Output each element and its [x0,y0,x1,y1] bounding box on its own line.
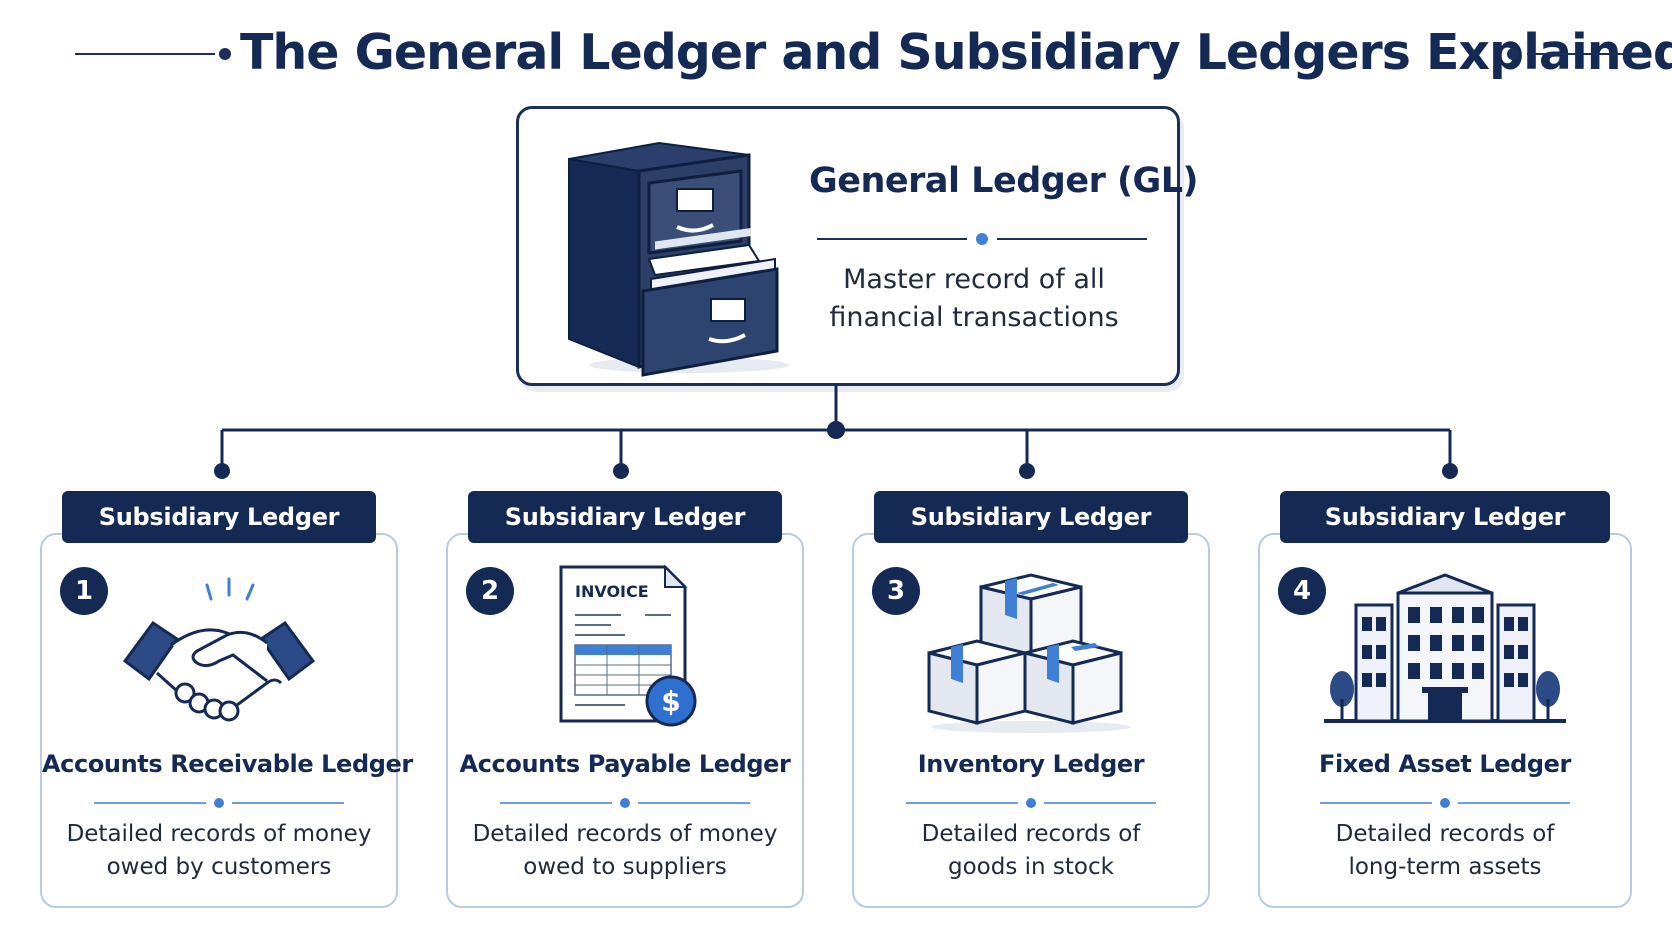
general-ledger-title: General Ledger (GL) [809,161,1199,201]
card-header: Subsidiary Ledger [874,491,1188,543]
subsidiary-card-accounts-payable: Subsidiary Ledger 2 INVOICE $ Accounts P… [446,491,804,908]
card-number-badge: 3 [872,567,920,615]
general-ledger-divider [817,231,1147,250]
card-header: Subsidiary Ledger [468,491,782,543]
handshake-icon [119,575,319,729]
subsidiary-card-fixed-asset: Subsidiary Ledger 4 [1258,491,1632,908]
card-header: Subsidiary Ledger [1280,491,1610,543]
page-title: The General Ledger and Subsidiary Ledger… [240,24,1672,81]
filing-cabinet-icon [559,129,799,383]
title-right-line [1527,53,1647,55]
title-row: The General Ledger and Subsidiary Ledger… [0,18,1672,88]
title-right-dot [1507,48,1519,60]
boxes-icon [921,567,1141,741]
card-divider [94,794,344,813]
card-description: Detailed records of money owed to suppli… [472,821,778,880]
subsidiary-card-inventory: Subsidiary Ledger 3 Inventory Ledger [852,491,1210,908]
general-ledger-description: Master record of all financial transacti… [829,264,1119,333]
title-left-dot [219,48,231,60]
general-ledger-box: General Ledger (GL) Master record of all… [516,106,1199,386]
card-number-badge: 4 [1278,567,1326,615]
card-description: Detailed records of goods in stock [921,821,1141,880]
building-icon [1320,571,1570,735]
card-divider [500,794,750,813]
dollar-sign-icon: $ [661,685,680,718]
invoice-icon: INVOICE $ [545,563,705,737]
card-title: Fixed Asset Ledger [1318,750,1571,778]
card-title: Accounts Payable Ledger [459,750,791,778]
card-description: Detailed records of long-term assets [1335,821,1555,880]
card-number-badge: 2 [466,567,514,615]
card-title: Inventory Ledger [917,750,1145,778]
card-number-badge: 1 [60,567,108,615]
card-divider [906,794,1156,813]
card-header: Subsidiary Ledger [62,491,376,543]
card-divider [1320,794,1570,813]
invoice-label: INVOICE [575,582,649,601]
card-title: Accounts Receivable Ledger [42,750,413,778]
title-left-line [75,53,215,55]
card-description: Detailed records of money owed by custom… [66,821,372,880]
subsidiary-card-accounts-receivable: Subsidiary Ledger 1 Accounts Receivable … [40,491,413,908]
